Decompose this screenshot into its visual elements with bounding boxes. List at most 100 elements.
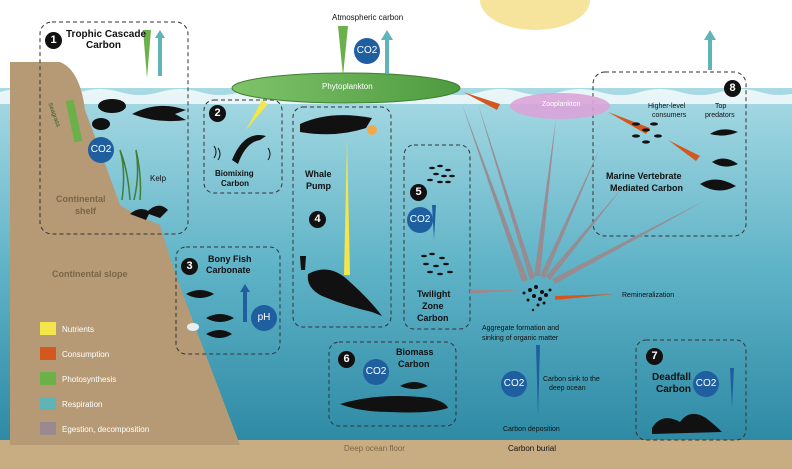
sperm-whale-bottom-icon <box>307 269 382 316</box>
respiration-arrow-top <box>381 30 393 74</box>
box-7-title-2: Carbon <box>656 384 691 395</box>
top-predators-label-2: predators <box>705 112 735 119</box>
egestion-arrow-5 <box>546 188 622 280</box>
atmospheric-carbon-label: Atmospheric carbon <box>332 13 404 22</box>
box-2-number: 2 <box>209 105 226 122</box>
legend-swatch-photosynthesis <box>40 372 56 385</box>
higher-consumers-label-1: Higher-level <box>648 103 686 110</box>
carbon-deposition-label: Carbon deposition <box>503 426 560 433</box>
box-3 <box>175 246 281 355</box>
box-8 <box>592 71 747 237</box>
box-5 <box>403 144 471 330</box>
legend-swatch-respiration <box>40 397 56 410</box>
kelp-label: Kelp <box>150 174 167 183</box>
kelp-icon <box>119 149 142 201</box>
box-7-co2-badge: CO2 <box>693 371 719 397</box>
box-1-co2-badge: CO2 <box>88 137 114 163</box>
box-5-title-1: Twilight <box>417 289 451 299</box>
box-5-co2-badge: CO2 <box>407 207 433 233</box>
box-8-number: 8 <box>724 80 741 97</box>
box-4-title-2: Pump <box>306 181 332 191</box>
carbonate-shell-icon <box>187 323 199 331</box>
egestion-arrow-1 <box>462 104 528 282</box>
box-3-number: 3 <box>181 258 198 275</box>
fish-school-twilight-bottom <box>421 252 453 276</box>
aggregate-particles <box>522 285 552 312</box>
box-7-title-1: Deadfall <box>652 372 691 383</box>
carbon-burial-label: Carbon burial <box>508 444 557 453</box>
box-3-title-1: Bony Fish <box>208 254 252 264</box>
box-4-title-1: Whale <box>305 169 332 179</box>
bony-fish-icon-2 <box>206 314 234 322</box>
box-1-number: 1 <box>45 32 62 49</box>
legend-label-egestion: Egestion, decomposition <box>62 425 150 434</box>
box-7 <box>635 339 747 441</box>
bony-fish-icon-3 <box>206 330 232 338</box>
box-2 <box>203 99 283 194</box>
photosynthesis-arrow-1 <box>143 30 151 78</box>
box-1-title-1: Trophic Cascade <box>66 29 147 40</box>
manatee-icon <box>98 99 126 113</box>
box-7-number: 7 <box>646 348 663 365</box>
top-predator-fish-icon-2 <box>712 158 738 167</box>
ph-badge: pH <box>251 305 277 331</box>
continental-shelf-label-1: Continental <box>56 194 106 204</box>
box-4-number: 4 <box>309 211 326 228</box>
deep-ocean-floor-label: Deep ocean floor <box>344 444 405 453</box>
seagrass <box>65 99 83 143</box>
consumption-arrow-zoo <box>463 92 500 110</box>
box-5-number: 5 <box>410 184 427 201</box>
photosynthesis-arrow-top <box>338 26 348 76</box>
legend-swatch-nutrients <box>40 322 56 335</box>
deadfall-sink-arrow <box>730 368 734 408</box>
box-2-title-2: Carbon <box>221 179 249 188</box>
ph-up-arrow <box>240 284 250 322</box>
tuna-icon <box>400 382 428 389</box>
sink-co2-badge: CO2 <box>501 371 527 397</box>
legend-label-nutrients: Nutrients <box>62 325 95 334</box>
top-predator-fish-icon-3 <box>700 179 736 191</box>
phytoplankton-label: Phytoplankton <box>322 82 373 91</box>
krill-icon <box>367 125 377 135</box>
box-5-title-3: Carbon <box>417 313 449 323</box>
legend-label-photosynthesis: Photosynthesis <box>62 375 117 384</box>
fish-school-twilight-top <box>427 164 455 184</box>
legend-swatch-consumption <box>40 347 56 360</box>
atmospheric-co2-badge: CO2 <box>354 38 380 64</box>
zooplankton-band <box>510 93 610 119</box>
box-6-title-2: Carbon <box>398 359 430 369</box>
remineralization-label: Remineralization <box>622 292 675 299</box>
box-6 <box>328 341 457 427</box>
continental-slope-label: Continental slope <box>52 269 128 279</box>
top-predators-label-1: Top <box>715 103 727 110</box>
legend-label-respiration: Respiration <box>62 400 103 409</box>
aggregate-label-1: Aggregate formation and <box>482 325 560 332</box>
box-2-title-1: Biomixing <box>215 169 254 178</box>
squid-icon <box>300 256 306 270</box>
box-6-title-1: Biomass <box>396 347 434 357</box>
sun-disc <box>480 0 590 30</box>
box-5-title-2: Zone <box>422 301 444 311</box>
box-4 <box>292 106 392 328</box>
mixing-swirls-icon <box>213 145 271 161</box>
higher-consumers-label-2: consumers <box>652 112 687 119</box>
nutrient-arrow-biomixing <box>246 100 268 130</box>
carbon-sink-label-2: deep ocean <box>549 385 586 392</box>
consumption-arrow-higher <box>608 112 650 134</box>
fish-school-marine <box>632 122 662 144</box>
box-3-title-2: Carbonate <box>206 265 251 275</box>
biomass-whale-icon <box>340 396 448 413</box>
consumption-arrow-top <box>668 140 700 161</box>
box-8-title-2: Mediated Carbon <box>610 183 684 193</box>
box-6-co2-badge: CO2 <box>363 359 389 385</box>
legend-label-consumption: Consumption <box>62 350 110 359</box>
zooplankton-label: Zooplankton <box>542 101 581 108</box>
legend-swatch-egestion <box>40 422 56 435</box>
continental-land <box>10 62 240 445</box>
top-predator-fish-icon-1 <box>710 129 738 136</box>
sperm-whale-top-icon <box>300 115 372 135</box>
box-6-number: 6 <box>338 351 355 368</box>
otter-icon-1 <box>130 208 150 220</box>
